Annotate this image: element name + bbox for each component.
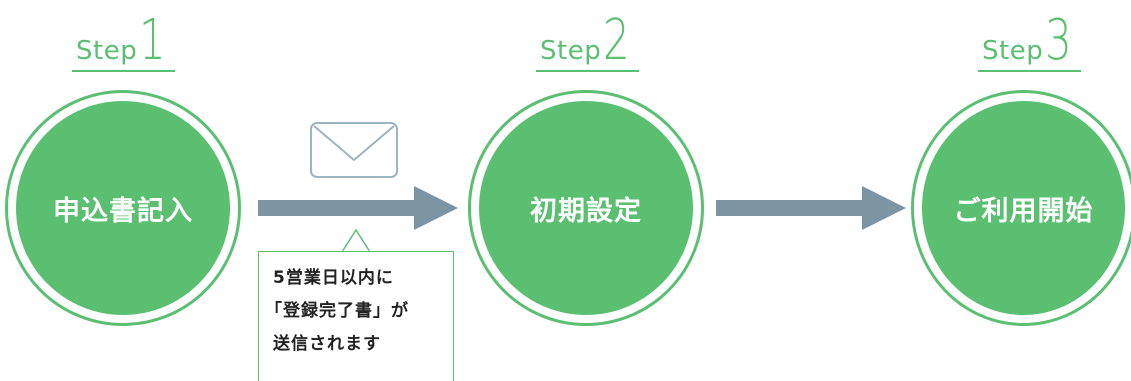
notification-callout: 5営業日以内に 「登録完了書」が 送信されます — [258, 251, 454, 381]
right-arrow-1 — [258, 186, 458, 230]
step-1-underline — [72, 70, 175, 72]
step-1-number: 1 — [139, 8, 166, 73]
step-1-label: 申込書記入 — [53, 195, 193, 227]
step-2-label: 初期設定 — [530, 195, 642, 227]
step-1-circle: 申込書記入 — [5, 90, 241, 326]
step-1-heading: Step 1 — [0, 10, 240, 72]
right-arrow-2 — [716, 186, 906, 230]
step-3-number: 3 — [1045, 8, 1072, 73]
step-2-word: Step — [540, 36, 602, 66]
step-3-underline — [978, 70, 1081, 72]
step-2-number: 2 — [603, 8, 630, 73]
step-3-word: Step — [982, 36, 1044, 66]
step-1-word: Step — [76, 36, 138, 66]
step-2: Step 2 初期設定 — [468, 0, 708, 377]
envelope-icon — [310, 122, 398, 178]
callout-line-2: 「登録完了書」が — [265, 301, 409, 321]
step-3: Step 3 ご利用開始 — [906, 0, 1131, 377]
step-3-heading: Step 3 — [906, 10, 1131, 72]
callout-line-3: 送信されます — [273, 334, 381, 354]
step-3-circle: ご利用開始 — [911, 90, 1131, 326]
callout-line-1: 5営業日以内に — [273, 268, 394, 288]
step-3-label: ご利用開始 — [953, 195, 1094, 227]
step-2-underline — [536, 70, 639, 72]
step-2-heading: Step 2 — [468, 10, 708, 72]
step-2-circle: 初期設定 — [468, 90, 704, 326]
step-1: Step 1 申込書記入 — [0, 0, 241, 377]
